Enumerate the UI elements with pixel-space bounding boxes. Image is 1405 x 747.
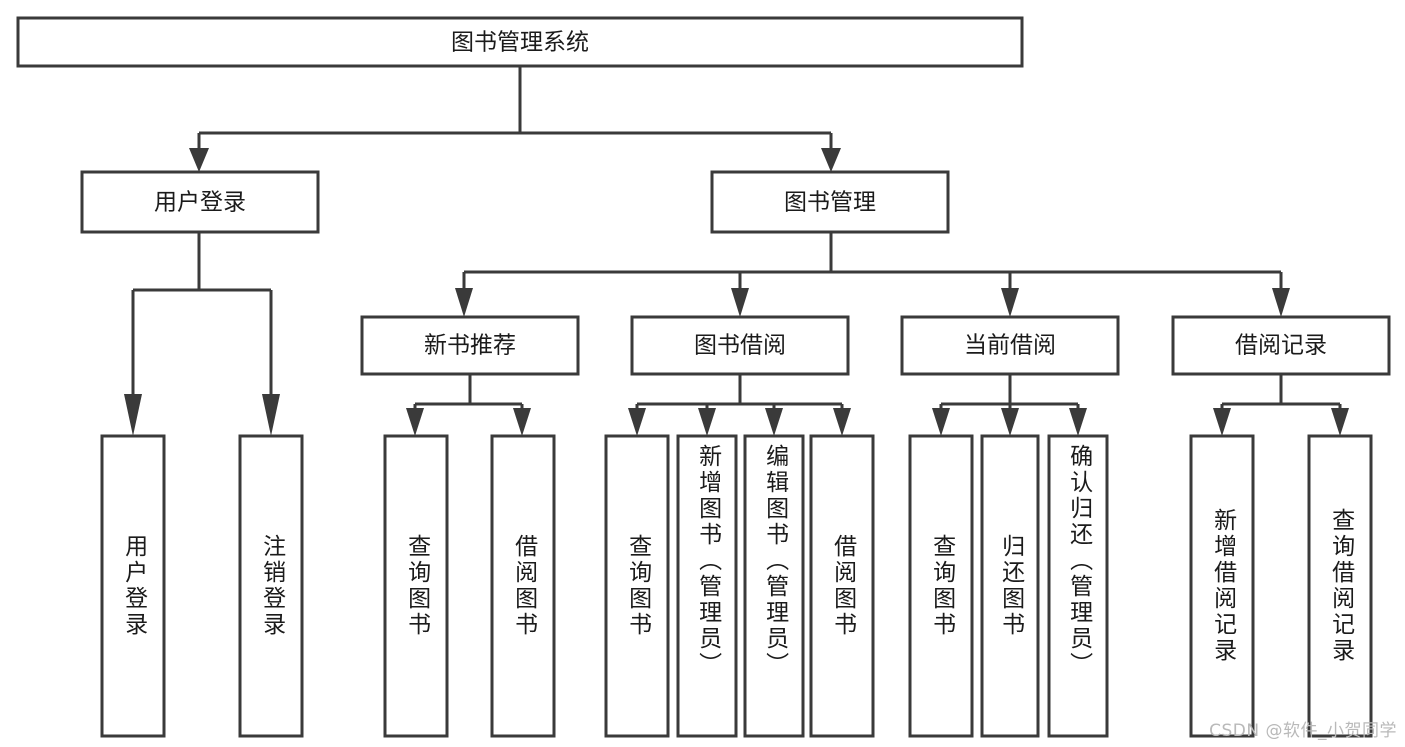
node-book-borrow-label: 图书借阅	[694, 333, 786, 359]
csdn-watermark: CSDN @软件_小贺同学	[1209, 721, 1397, 741]
arrow-head-cb-return-book	[1001, 408, 1019, 436]
arrow-head-current-borrow	[1001, 288, 1019, 317]
leaf-box-cb-query-book[interactable]	[908, 434, 974, 738]
arrow-head-bb-query-book	[628, 408, 646, 436]
connector-group-user-login-to-leaves	[124, 232, 280, 436]
node-book-borrow[interactable]: 图书借阅	[630, 315, 850, 376]
leaf-box-bb-borrow-book[interactable]	[809, 434, 875, 738]
leaf-box-bb-add-book[interactable]	[676, 434, 738, 738]
connector-group-root-to-level2	[189, 66, 841, 172]
node-root-label: 图书管理系统	[451, 30, 589, 56]
arrow-head-bb-add-book	[698, 408, 716, 436]
node-root[interactable]: 图书管理系统	[16, 16, 1024, 68]
arrow-head-book-manage	[821, 148, 841, 172]
node-book-borrow-box[interactable]	[630, 315, 850, 376]
arrow-head-leaf-user-login	[124, 394, 142, 436]
node-current-borrow-label: 当前借阅	[964, 333, 1056, 359]
connector-group-new-book-to-leaves	[406, 374, 531, 436]
connector-group-current-borrow-to-leaves	[932, 374, 1087, 436]
node-user-login[interactable]: 用户登录	[80, 170, 320, 234]
arrow-head-borrow-record	[1272, 288, 1290, 317]
arrow-head-nb-query-book	[406, 408, 424, 436]
node-new-book-recommend-label: 新书推荐	[424, 333, 516, 359]
arrow-head-book-borrow	[731, 288, 749, 317]
leaf-box-nb-borrow-book[interactable]	[490, 434, 556, 738]
node-borrow-record-box[interactable]	[1171, 315, 1391, 376]
node-new-book-recommend-box[interactable]	[360, 315, 580, 376]
arrow-head-bb-edit-book	[765, 408, 783, 436]
leaf-box-cb-confirm-return[interactable]	[1047, 434, 1109, 738]
connector-group-book-borrow-to-leaves	[628, 374, 851, 436]
leaf-box-br-query-record[interactable]	[1307, 434, 1373, 738]
node-user-login-label: 用户登录	[154, 190, 246, 216]
arrow-head-nb-borrow-book	[513, 408, 531, 436]
node-book-manage-label: 图书管理	[784, 190, 876, 216]
leaf-box-cb-return-book[interactable]	[980, 434, 1040, 738]
leaf-box-br-add-record[interactable]	[1189, 434, 1255, 738]
arrow-head-user-login	[189, 148, 209, 172]
leaf-box-logout[interactable]	[238, 434, 304, 738]
node-book-manage[interactable]: 图书管理	[710, 170, 950, 234]
arrow-head-bb-borrow-book	[833, 408, 851, 436]
arrow-head-br-add-record	[1213, 408, 1231, 436]
node-borrow-record[interactable]: 借阅记录	[1171, 315, 1391, 376]
node-borrow-record-label: 借阅记录	[1235, 333, 1327, 359]
arrow-head-cb-query-book	[932, 408, 950, 436]
node-new-book-recommend[interactable]: 新书推荐	[360, 315, 580, 376]
leaf-box-bb-edit-book[interactable]	[743, 434, 805, 738]
node-user-login-box[interactable]	[80, 170, 320, 234]
arrow-head-br-query-record	[1331, 408, 1349, 436]
connector-group-borrow-record-to-leaves	[1213, 374, 1349, 436]
node-root-box[interactable]	[16, 16, 1024, 68]
arrow-head-new-book	[455, 288, 473, 317]
arrow-head-leaf-logout	[262, 394, 280, 436]
connector-group-book-manage-to-level3	[455, 232, 1290, 317]
leaf-box-user-login[interactable]	[100, 434, 166, 738]
node-current-borrow-box[interactable]	[900, 315, 1120, 376]
node-current-borrow[interactable]: 当前借阅	[900, 315, 1120, 376]
arrow-head-cb-confirm-return	[1069, 408, 1087, 436]
node-book-manage-box[interactable]	[710, 170, 950, 234]
leaf-box-nb-query-book[interactable]	[383, 434, 449, 738]
leaf-box-bb-query-book[interactable]	[604, 434, 670, 738]
